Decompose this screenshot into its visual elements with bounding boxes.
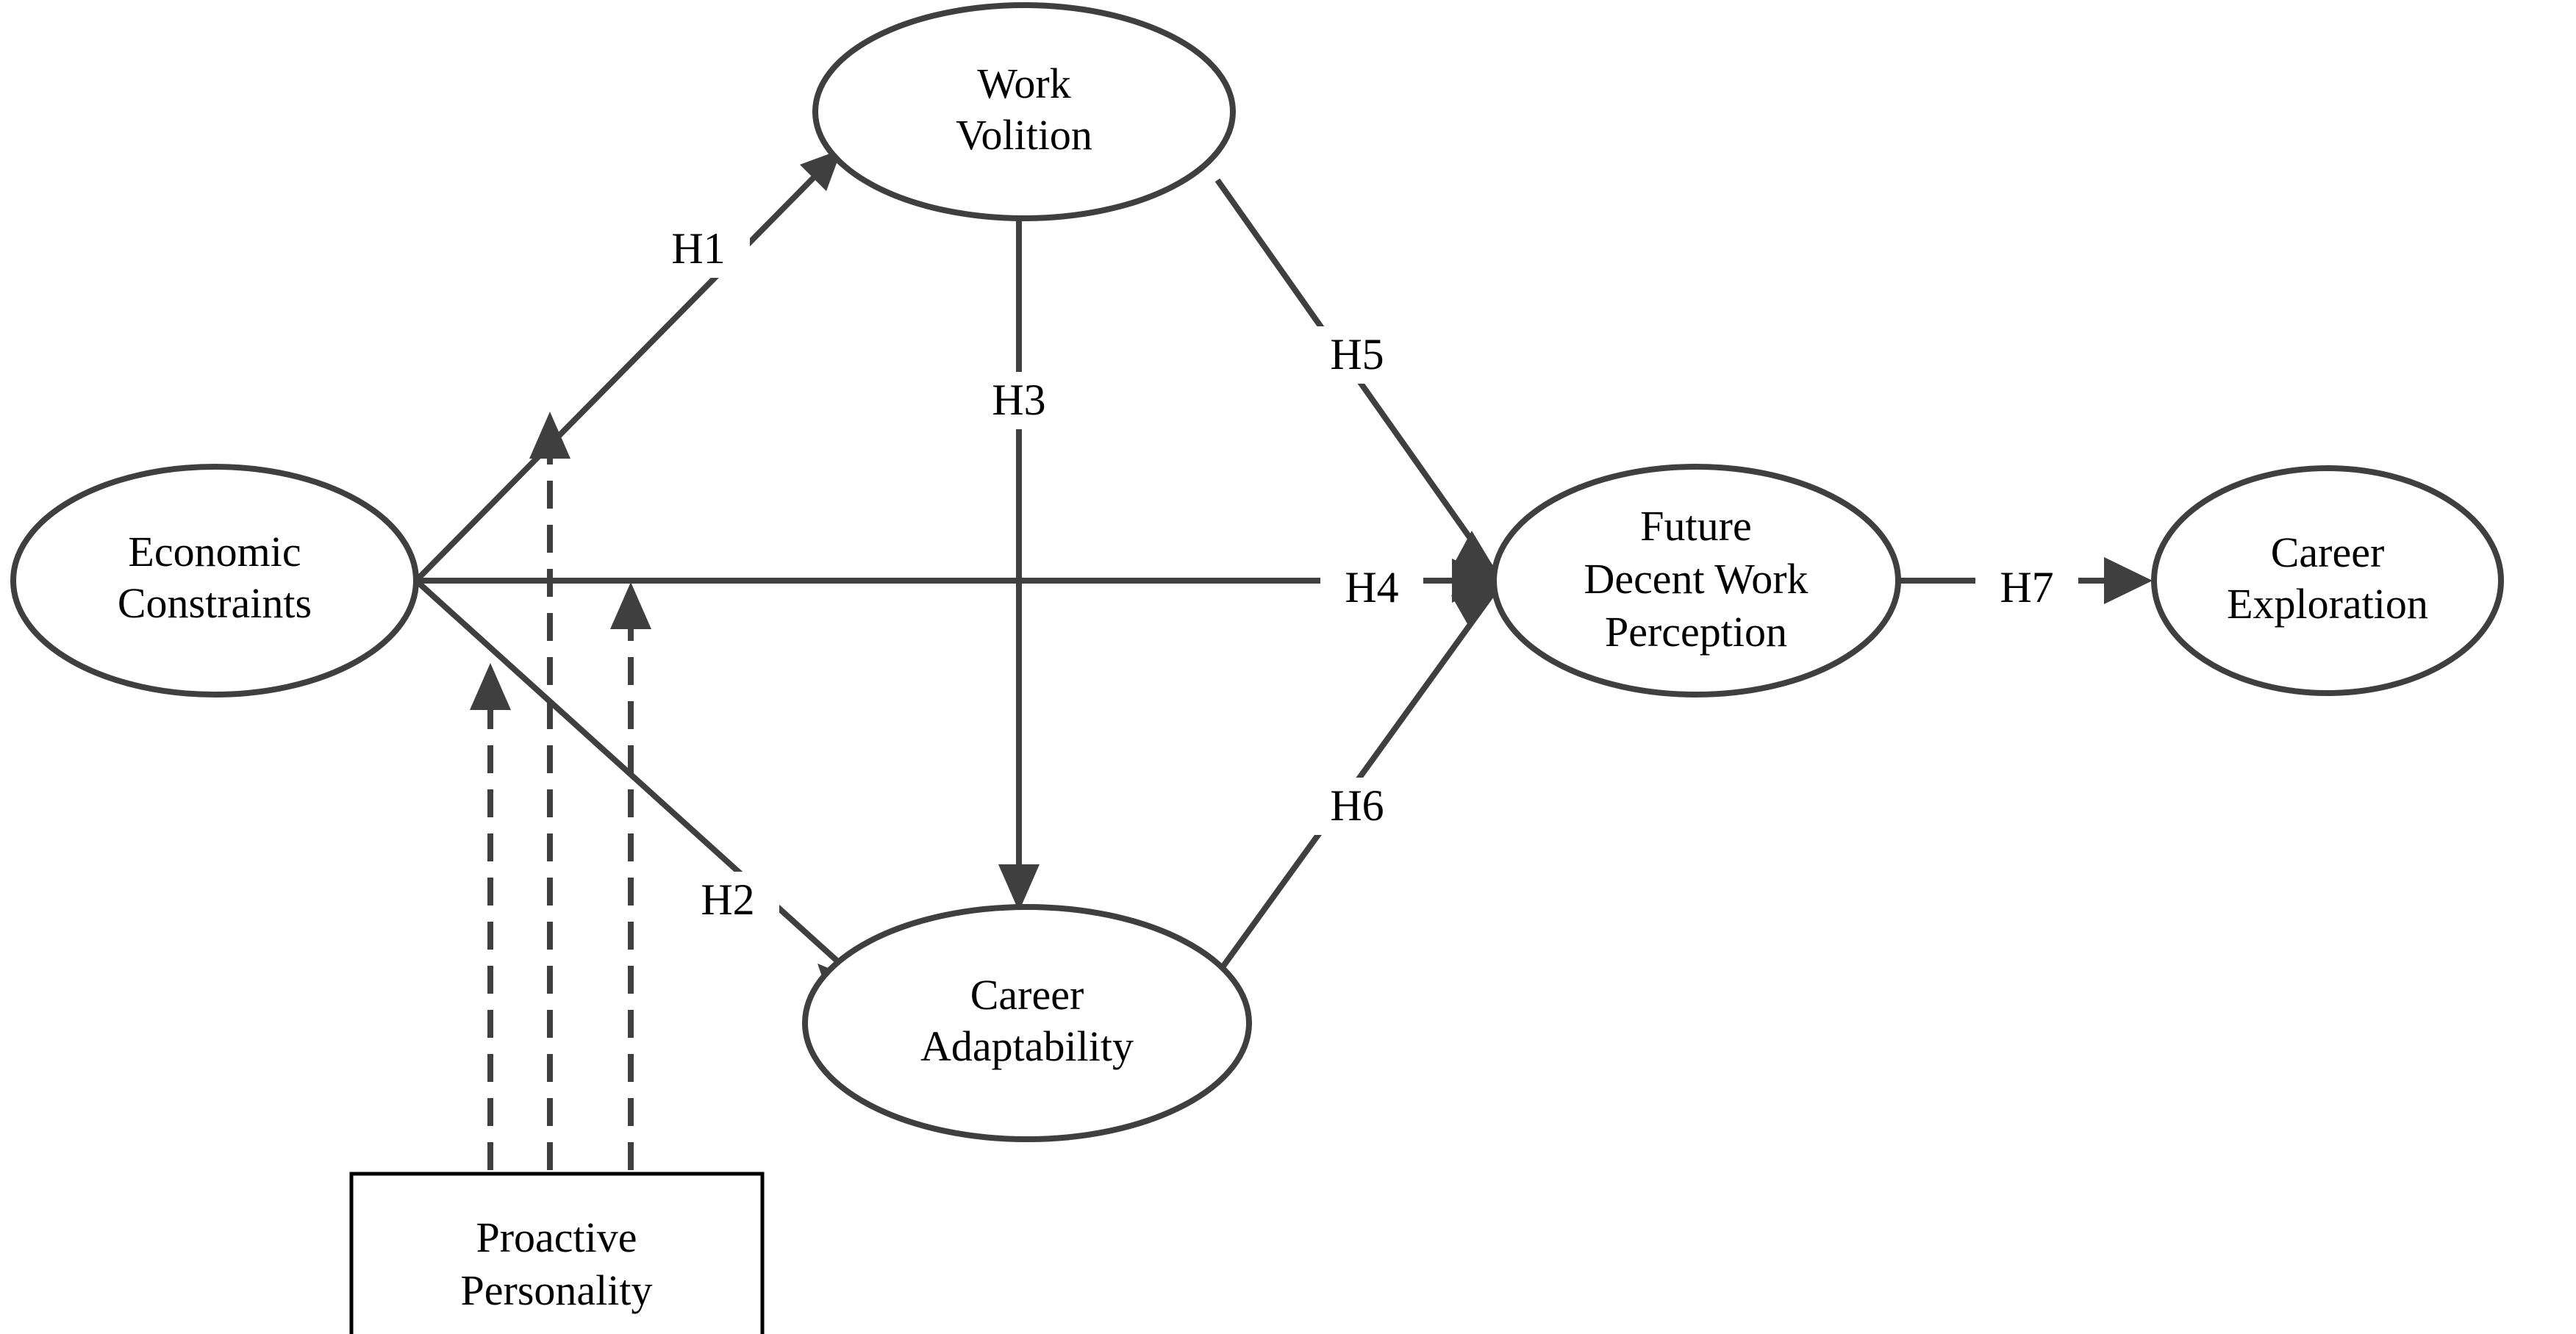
node-economic-constraints-label-line-1: Economic — [128, 528, 301, 575]
path-label-h3: H3 — [967, 372, 1070, 429]
node-future-decent-work-perception[interactable]: Future Decent Work Perception — [1491, 464, 1901, 698]
path-label-h5: H5 — [1306, 326, 1409, 384]
node-future-decent-work-perception-label-line-3: Perception — [1605, 608, 1787, 656]
path-label-h7: H7 — [1975, 559, 2078, 617]
node-future-decent-work-perception-label-line-1: Future — [1640, 502, 1751, 550]
path-label-h2: H2 — [676, 872, 779, 929]
path-label-h7-text: H7 — [2000, 563, 2053, 612]
path-label-h4: H4 — [1320, 559, 1423, 617]
path-label-h6-text: H6 — [1330, 781, 1384, 830]
path-label-h6: H6 — [1306, 778, 1409, 835]
node-career-adaptability-label-line-1: Career — [970, 971, 1084, 1019]
path-moderator-2[interactable] — [529, 412, 570, 1170]
path-label-h4-text: H4 — [1345, 563, 1398, 612]
node-work-volition[interactable]: Work Volition — [812, 2, 1236, 221]
path-label-h5-text: H5 — [1330, 330, 1384, 379]
node-career-exploration-label-line-1: Career — [2271, 528, 2385, 576]
path-h1-arrowhead — [800, 149, 842, 191]
path-label-h1: H1 — [647, 220, 750, 278]
path-label-h1-text: H1 — [671, 224, 725, 273]
node-future-decent-work-perception-label-line-2: Decent Work — [1584, 555, 1808, 603]
node-work-volition-label-line-2: Volition — [956, 111, 1092, 159]
path-h6-arrowhead — [1451, 581, 1503, 629]
path-moderator-3[interactable] — [610, 582, 651, 1170]
path-h3-arrowhead — [998, 864, 1040, 911]
node-proactive-personality-label-line-1: Proactive — [476, 1213, 637, 1261]
path-h3[interactable] — [998, 218, 1040, 911]
path-moderator-1-arrowhead — [470, 663, 511, 710]
node-career-adaptability-shape — [802, 904, 1252, 1142]
path-h4-arrowhead — [1452, 559, 1500, 603]
path-h6[interactable] — [1217, 581, 1503, 972]
node-economic-constraints-shape — [10, 464, 419, 698]
node-economic-constraints[interactable]: Economic Constraints — [10, 464, 419, 698]
node-proactive-personality-shape — [349, 1172, 765, 1334]
node-career-adaptability[interactable]: Career Adaptability — [802, 904, 1252, 1142]
path-moderator-1[interactable] — [470, 663, 511, 1170]
node-economic-constraints-label-line-2: Constraints — [118, 579, 312, 627]
node-work-volition-label-line-1: Work — [977, 60, 1070, 107]
path-label-h2-text: H2 — [701, 875, 754, 924]
path-h1[interactable] — [414, 149, 842, 583]
node-proactive-personality-label-line-2: Personality — [461, 1266, 653, 1314]
path-moderator-3-arrowhead — [610, 582, 651, 629]
path-h5-arrowhead — [1453, 531, 1503, 582]
node-career-exploration-shape — [2151, 465, 2504, 696]
path-label-h3-text: H3 — [992, 376, 1045, 424]
node-career-exploration-label-line-2: Exploration — [2227, 580, 2428, 628]
node-future-decent-work-perception-shape — [1491, 464, 1901, 698]
path-h4[interactable] — [416, 559, 1500, 603]
node-proactive-personality[interactable]: Proactive Personality — [349, 1172, 765, 1334]
node-work-volition-shape — [812, 2, 1236, 221]
node-career-exploration[interactable]: Career Exploration — [2151, 465, 2504, 696]
path-h7-arrowhead — [2104, 557, 2153, 604]
path-h2[interactable] — [414, 578, 859, 1002]
path-h1-line — [414, 156, 835, 583]
path-moderator-2-arrowhead — [529, 412, 570, 459]
node-career-adaptability-label-line-2: Adaptability — [920, 1022, 1134, 1070]
